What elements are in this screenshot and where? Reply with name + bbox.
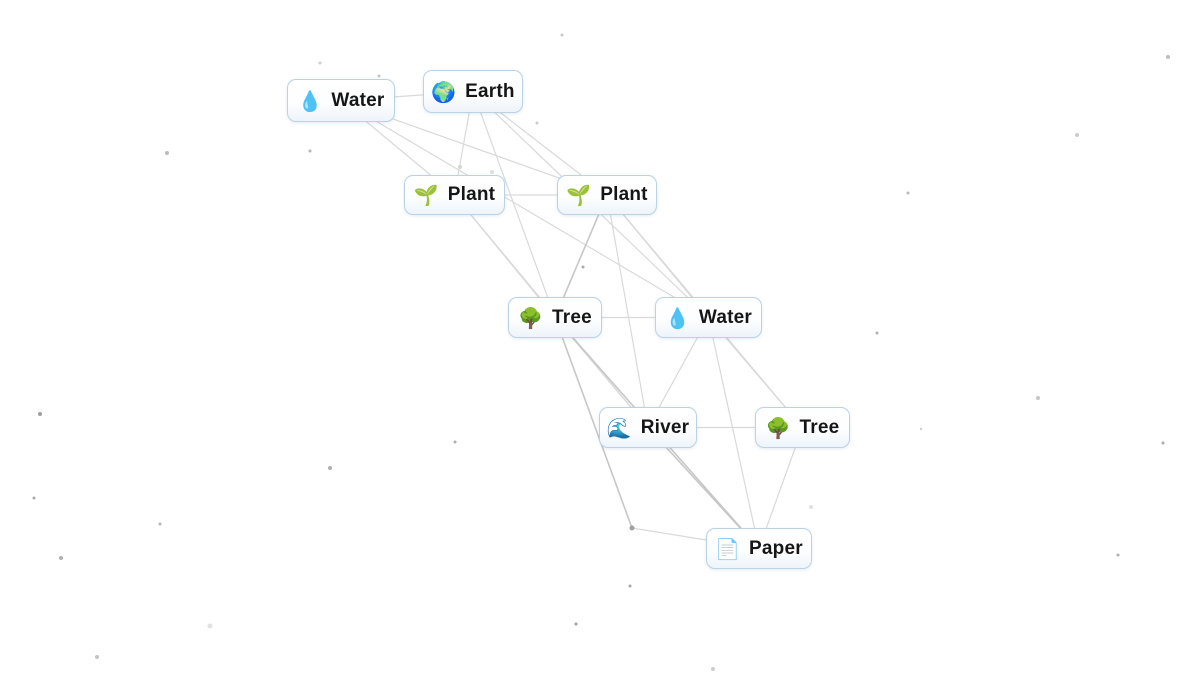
background-particle-dot: [453, 440, 457, 444]
element-node-label: Tree: [799, 416, 840, 438]
background-particle-dot: [318, 61, 322, 65]
background-particle-dot: [711, 667, 715, 671]
element-node-earth[interactable]: 🌍 Earth: [423, 70, 523, 113]
background-particle-dot: [1075, 133, 1079, 137]
background-particle-dot: [1116, 553, 1120, 557]
background-particle-dot: [377, 74, 381, 78]
background-particle-dot: [490, 170, 494, 174]
element-node-water-2[interactable]: 💧 Water: [655, 297, 762, 338]
tree-icon: 🌳: [765, 415, 791, 440]
connection-line-plant-2-river: [606, 194, 649, 428]
background-particle-dot: [308, 149, 312, 153]
background-particle-dot: [906, 191, 910, 195]
background-particle-dot: [165, 151, 169, 155]
connection-line-tree-1-anchor: [554, 317, 633, 529]
element-node-label: Paper: [749, 537, 803, 559]
background-particle-dot: [560, 33, 564, 37]
element-node-label: Plant: [600, 184, 648, 205]
background-particle-dot: [1166, 55, 1170, 59]
background-particle-dot: [809, 505, 813, 509]
background-particle-dot: [1036, 396, 1040, 400]
seedling-icon: 🌱: [413, 183, 439, 207]
background-particle-dot: [38, 412, 42, 416]
element-node-label: Water: [331, 89, 385, 111]
page-icon: 📄: [715, 536, 741, 561]
element-node-tree-1[interactable]: 🌳 Tree: [508, 297, 602, 338]
background-particle-dot: [875, 331, 879, 335]
connection-line-water-2-paper: [707, 317, 760, 549]
element-node-label: River: [640, 416, 690, 438]
element-node-label: Earth: [465, 80, 515, 102]
background-particle-dot: [158, 522, 162, 526]
water-drop-icon: 💧: [665, 305, 690, 330]
element-node-river[interactable]: 🌊 River: [599, 407, 697, 448]
background-particle-dot: [628, 584, 632, 588]
background-particle-dot: [574, 622, 578, 626]
background-particle-dot: [59, 556, 63, 560]
seedling-icon: 🌱: [566, 183, 592, 207]
water-drop-icon: 💧: [297, 88, 323, 113]
background-particle-dot: [32, 496, 36, 500]
background-particle-dot: [95, 655, 99, 659]
background-particle-dot: [458, 165, 462, 169]
element-node-label: Water: [698, 306, 752, 328]
element-node-label: Plant: [447, 184, 496, 205]
earth-globe-icon: 🌍: [431, 79, 457, 104]
element-node-plant-1[interactable]: 🌱 Plant: [404, 175, 505, 215]
background-particle-dot: [328, 466, 332, 470]
background-particle-dot: [919, 427, 923, 431]
element-node-tree-2[interactable]: 🌳 Tree: [755, 407, 850, 448]
background-particle-dot: [1161, 441, 1165, 445]
element-node-plant-2[interactable]: 🌱 Plant: [557, 175, 657, 215]
tree-icon: 🌳: [518, 305, 543, 330]
background-particle-dot: [581, 265, 585, 269]
background-particle-dot: [535, 121, 539, 125]
connection-anchor-dot: [629, 525, 635, 531]
background-particle-dot: [207, 623, 213, 629]
connection-line-earth-tree-1: [472, 91, 556, 318]
wave-icon: 🌊: [606, 415, 632, 440]
element-node-label: Tree: [552, 306, 592, 328]
connection-line-water-1-water-2: [340, 99, 709, 319]
element-node-water-1[interactable]: 💧 Water: [287, 79, 395, 122]
element-node-paper[interactable]: 📄 Paper: [706, 528, 812, 569]
